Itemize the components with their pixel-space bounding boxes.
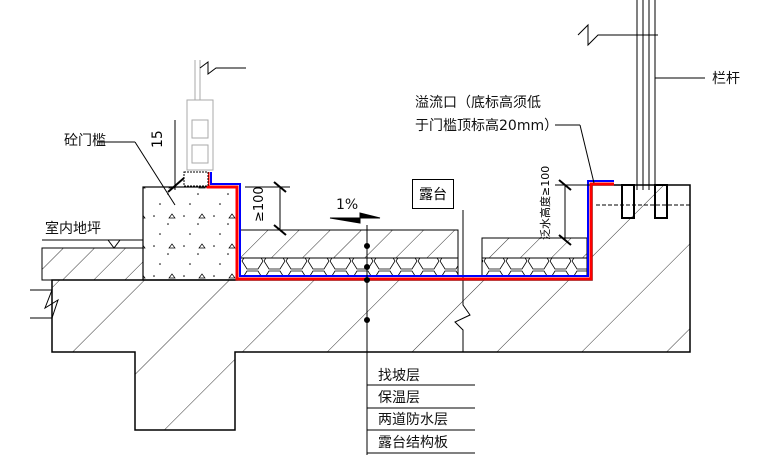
insulation-layer: [239, 257, 459, 277]
concrete-door-sill: [142, 186, 238, 281]
indoor-floor-finish: [41, 247, 144, 281]
dimension-lines: [98, 120, 595, 455]
overflow-note-line2: 于门槛顶标高20mm）: [415, 118, 559, 134]
layer-legend-item: 找坡层: [378, 368, 420, 384]
level-mark-icon: [107, 239, 121, 249]
railing: [577, 0, 705, 219]
terrace-label: 露台: [412, 179, 454, 209]
railing-label: 栏杆: [712, 71, 740, 87]
door-frame: [186, 60, 246, 171]
slope-label: 1%: [336, 197, 359, 213]
layer-legend-item: 保温层: [378, 390, 420, 406]
waterproof-layer-blue: [210, 172, 614, 277]
dim-15: 15: [150, 130, 166, 148]
layer-legend-item: 露台结构板: [378, 435, 448, 451]
slope-layer: [239, 229, 459, 259]
indoor-floor-label: 室内地坪: [45, 221, 101, 237]
flashing-height-label: 泛水高度≥100: [539, 165, 552, 240]
overflow-note-line1: 溢流口（底标高须低: [415, 95, 541, 111]
layer-legend-item: 两道防水层: [378, 412, 448, 428]
door-sill-label: 砼门槛: [64, 133, 106, 149]
dim-100-left: ≥100: [252, 186, 267, 222]
waterproof-layer-red: [206, 172, 614, 281]
